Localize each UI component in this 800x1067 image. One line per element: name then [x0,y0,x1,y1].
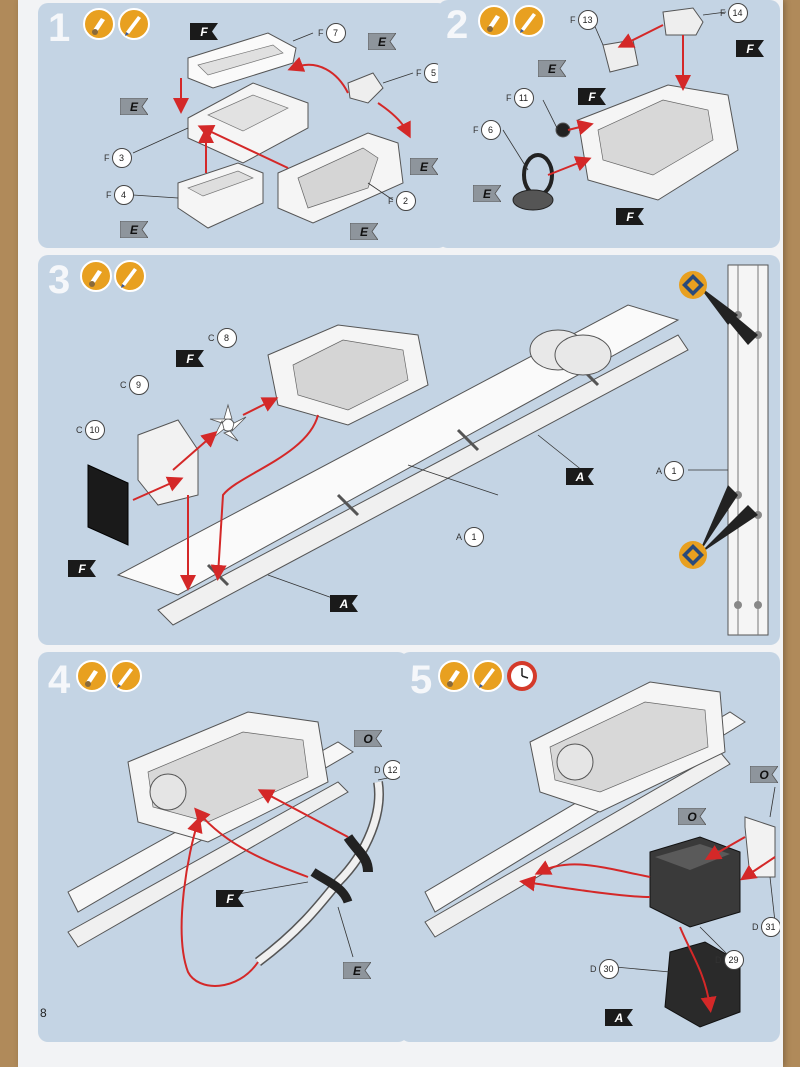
paint-brush-icon [110,660,142,692]
step-2-drawing [502,7,739,211]
glue-icon [478,5,510,37]
flag-f-step3-b: F [68,560,96,577]
paint-brush-icon [118,8,150,40]
step-1-number: 1 [48,6,71,50]
flag-o-step5-a: O [749,765,779,784]
orientation-marker-icon [679,541,707,569]
paint-brush-icon [513,5,545,37]
step-4-drawing [67,711,394,987]
step-5-number: 5 [410,658,433,702]
flag-f-step2-b: F [578,88,606,105]
flag-e-step1-b: E [119,97,149,116]
step-3-drawing [87,264,769,636]
flag-f-step4: F [216,890,244,907]
instruction-page: 1 [18,0,783,1067]
glue-icon [83,8,115,40]
flag-a-step3-a: A [566,468,594,485]
step-1-panel: 1 [38,3,448,248]
flag-f-step1: F [190,23,218,40]
flag-e-step4: E [342,961,372,980]
flag-f-step3-a: F [176,350,204,367]
flag-o-step4: O [353,729,383,748]
flag-e-step1-a: E [367,32,397,51]
paint-brush-icon [114,260,146,292]
step-2-number: 2 [446,3,469,47]
flag-f-step2-c: F [616,208,644,225]
glue-icon [80,260,112,292]
step-4-number: 4 [48,658,71,702]
flag-e-step1-d: E [409,157,439,176]
paint-brush-icon [472,660,504,692]
step-3-panel: 3 [38,255,780,645]
step-5-panel: 5 [400,652,780,1042]
flag-f-step2-a: F [736,40,764,57]
clock-icon [507,661,537,691]
flag-e-step1-e: E [349,222,379,241]
flag-a-step3-b: A [330,595,358,612]
flag-a-step5: A [605,1009,633,1026]
flag-o-step5-b: O [677,807,707,826]
flag-e-step2-b: E [472,184,502,203]
step-3-number: 3 [48,258,71,302]
flag-e-step2-a: E [537,59,567,78]
step-1-drawing [132,32,414,229]
step-5-drawing [424,681,776,1028]
glue-icon [76,660,108,692]
orientation-marker-icon [679,271,707,299]
flag-e-step1-c: E [119,220,149,239]
page-number: 8 [40,1006,47,1020]
glue-icon [438,660,470,692]
